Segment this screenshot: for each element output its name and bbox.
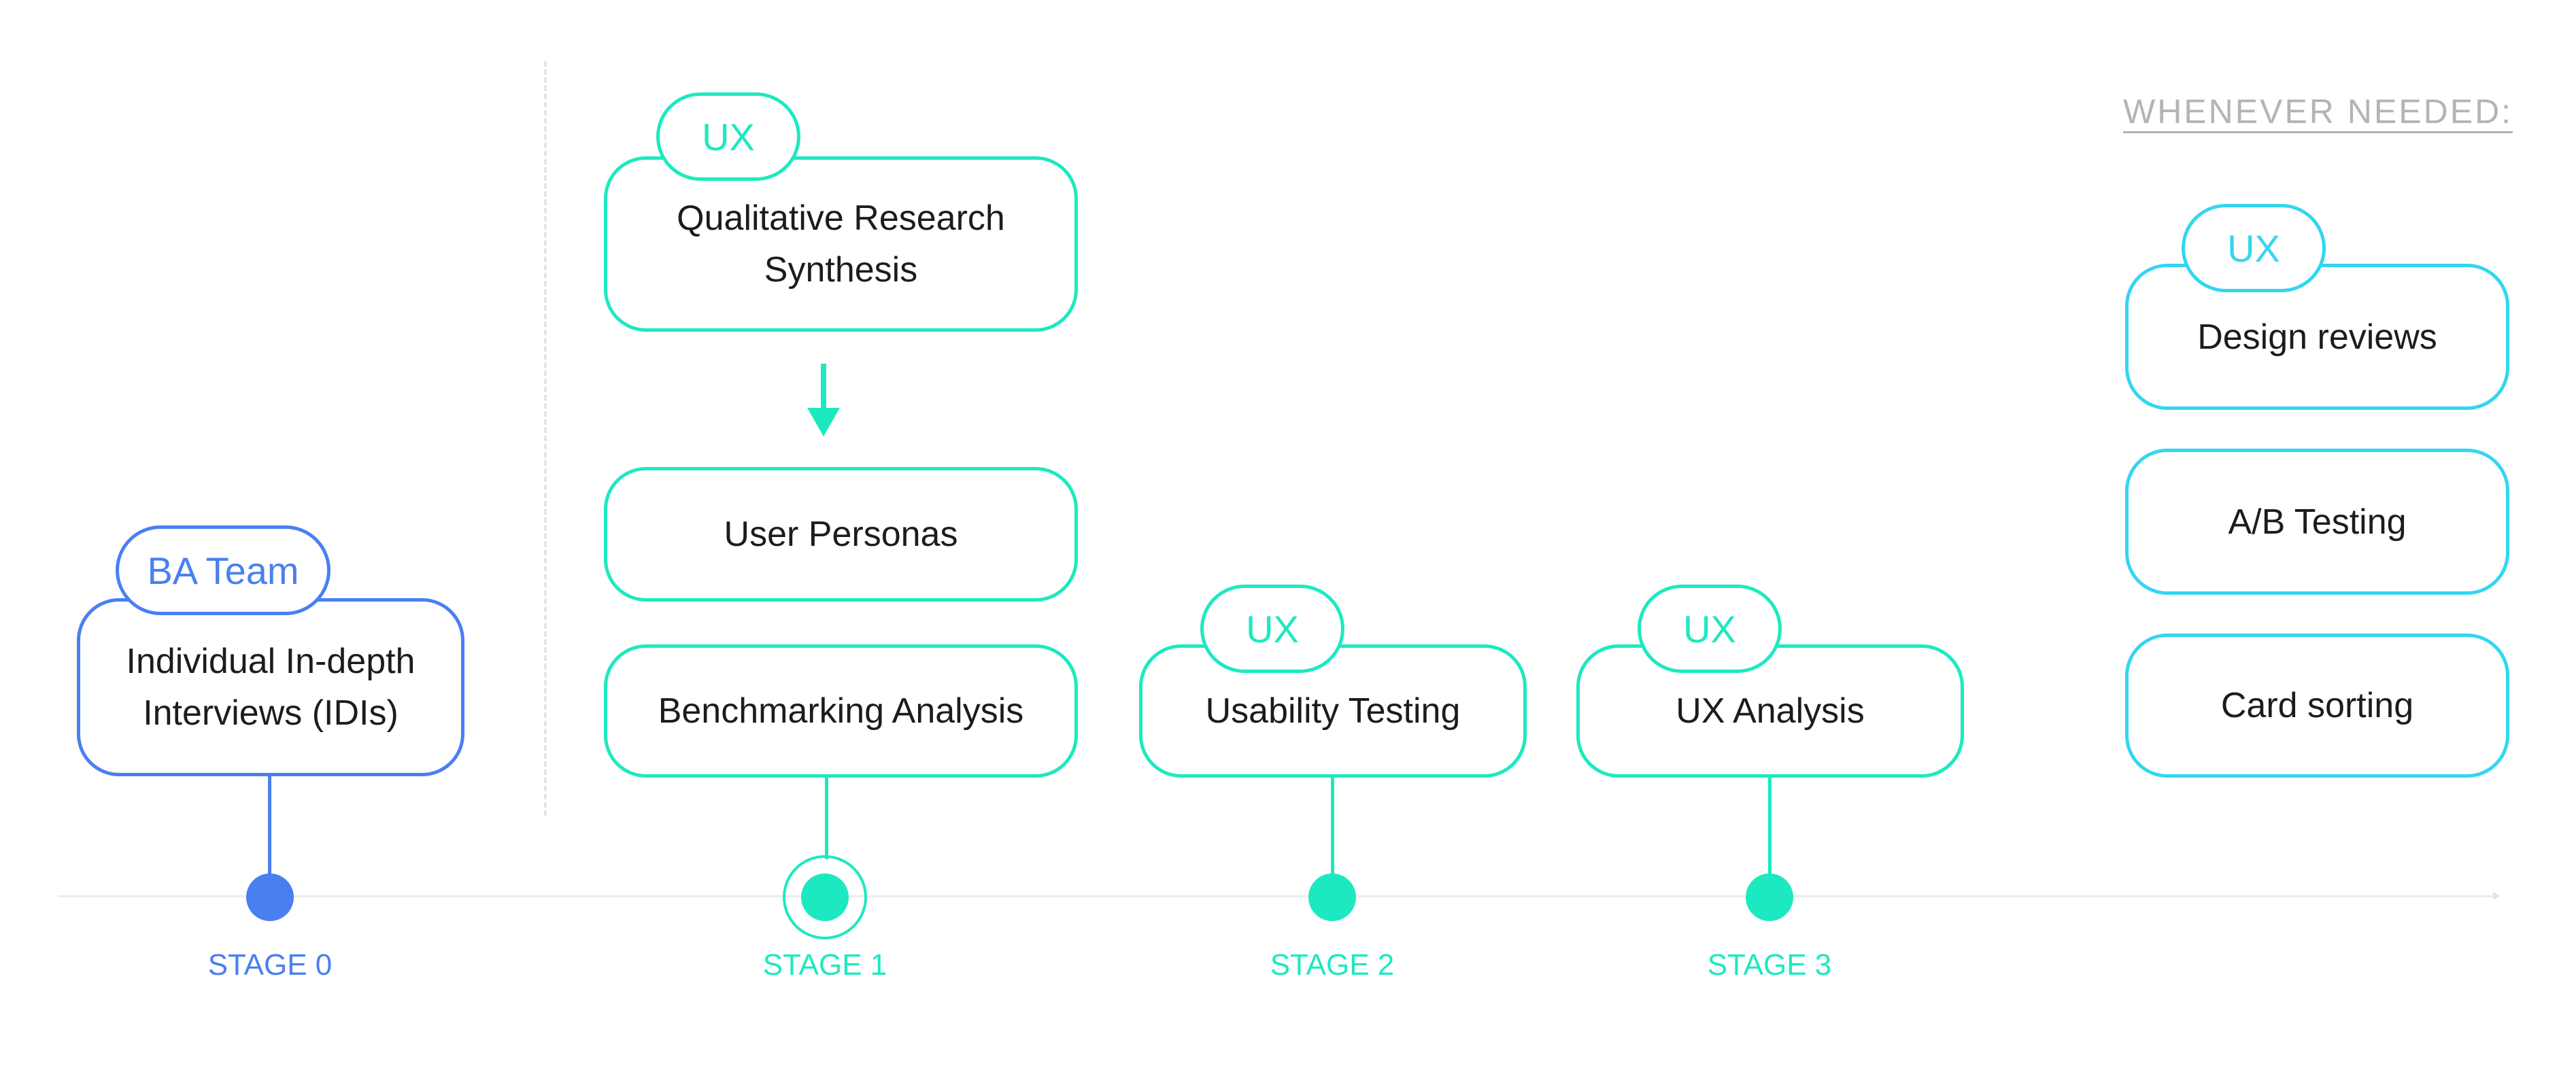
idi-box-label: Individual In-depth Interviews (IDIs) [126, 642, 416, 733]
stage2-connector [1331, 778, 1334, 897]
stage2-ux-tag-label: UX [1246, 607, 1299, 651]
ab-testing-label: A/B Testing [2228, 502, 2407, 542]
stage3-ux-tag-label: UX [1683, 607, 1736, 651]
stage0-connector [268, 776, 271, 895]
stage1-ux-tag-label: UX [702, 115, 755, 158]
benchmarking-box: Benchmarking Analysis [604, 644, 1078, 778]
ba-team-tag-label: BA Team [147, 549, 299, 592]
qualitative-synthesis-label: Qualitative Research Synthesis [677, 198, 1005, 290]
design-reviews-label: Design reviews [2197, 317, 2437, 357]
extras-ux-tag: UX [2182, 204, 2326, 292]
down-arrow-shaft [821, 364, 826, 411]
stage1-label: STAGE 1 [762, 948, 887, 982]
stage0-label: STAGE 0 [207, 948, 333, 982]
user-personas-box: User Personas [604, 467, 1078, 602]
benchmarking-label: Benchmarking Analysis [658, 691, 1024, 731]
stage1-node-ring [783, 855, 867, 939]
card-sorting-box: Card sorting [2125, 634, 2509, 778]
stage2-label: STAGE 2 [1270, 948, 1395, 982]
qualitative-synthesis-box: Qualitative Research Synthesis [604, 156, 1078, 332]
card-sorting-label: Card sorting [2220, 686, 2414, 725]
stage3-node [1746, 873, 1793, 921]
extras-ux-tag-label: UX [2227, 226, 2280, 270]
idi-box: Individual In-depth Interviews (IDIs) [77, 598, 464, 776]
stage3-connector [1768, 778, 1772, 897]
stage2-ux-tag: UX [1200, 585, 1344, 673]
user-personas-label: User Personas [724, 515, 958, 554]
down-arrow-icon [807, 408, 840, 436]
design-reviews-box: Design reviews [2125, 264, 2509, 410]
stage1-connector [825, 778, 828, 859]
stage3-ux-tag: UX [1638, 585, 1782, 673]
ab-testing-box: A/B Testing [2125, 449, 2509, 595]
ba-team-tag: BA Team [116, 525, 331, 615]
usability-testing-box: Usability Testing [1139, 644, 1527, 778]
stage3-label: STAGE 3 [1707, 948, 1832, 982]
stage0-node [246, 873, 294, 921]
whenever-needed-heading: WHENEVER NEEDED: [2123, 92, 2513, 131]
timeline-arrow-tip [2493, 892, 2500, 900]
stage1-node [801, 873, 849, 921]
ux-analysis-box: UX Analysis [1576, 644, 1964, 778]
timeline-axis [58, 895, 2496, 897]
stage2-node [1308, 873, 1356, 921]
stage1-ux-tag: UX [656, 92, 800, 181]
stage-divider [544, 61, 547, 816]
ux-analysis-label: UX Analysis [1676, 691, 1865, 731]
usability-testing-label: Usability Testing [1205, 691, 1461, 731]
